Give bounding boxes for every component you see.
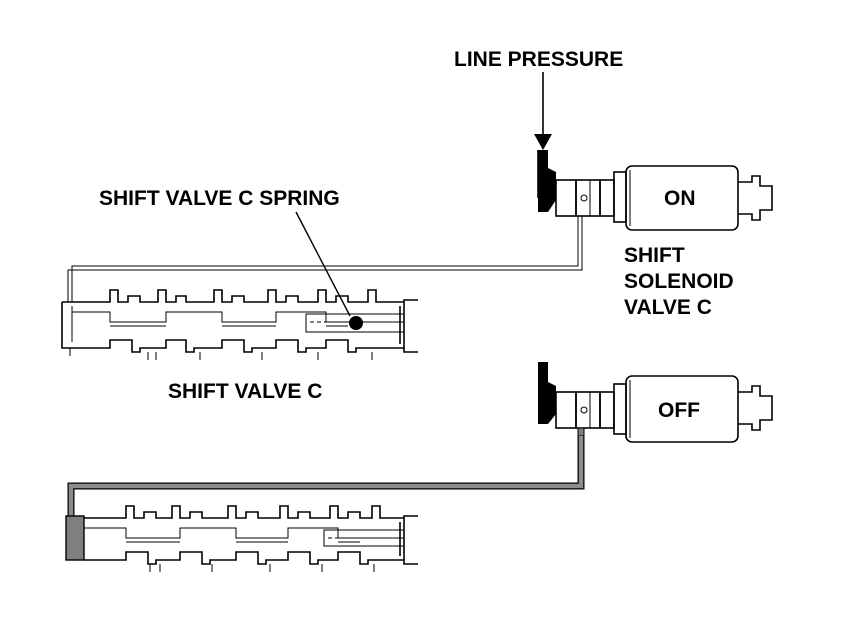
line-pressure-label: LINE PRESSURE bbox=[454, 48, 623, 71]
shift-valve-c-spring-label: SHIFT VALVE C SPRING bbox=[99, 187, 340, 210]
shift-valve-c-label: SHIFT VALVE C bbox=[168, 380, 322, 403]
lower-solenoid-state: OFF bbox=[658, 399, 700, 422]
spring-leader-line bbox=[295, 211, 351, 317]
lower-solenoid-body bbox=[625, 375, 739, 443]
upper-solenoid-state: ON bbox=[664, 187, 696, 210]
solenoid-label-line1: SHIFT bbox=[624, 244, 685, 267]
solenoid-label-line2: SOLENOID bbox=[624, 270, 734, 293]
lower-inlet-nozzle bbox=[538, 362, 556, 424]
lower-valve-bore bbox=[65, 505, 418, 572]
lower-solenoid: OFF bbox=[538, 362, 773, 443]
pressurized-chamber bbox=[65, 515, 85, 561]
upper-valve-bore bbox=[61, 289, 418, 360]
lower-connector bbox=[738, 385, 773, 431]
upper-solenoid: ON bbox=[537, 150, 773, 231]
upper-solenoid-body bbox=[625, 165, 739, 231]
upper-connector bbox=[738, 175, 773, 221]
solenoid-label-line3: VALVE C bbox=[624, 296, 712, 319]
line-pressure-arrow bbox=[534, 72, 552, 150]
spring-element bbox=[349, 316, 363, 330]
upper-inlet-nozzle bbox=[538, 150, 556, 212]
pressurized-feed-line bbox=[68, 436, 584, 516]
